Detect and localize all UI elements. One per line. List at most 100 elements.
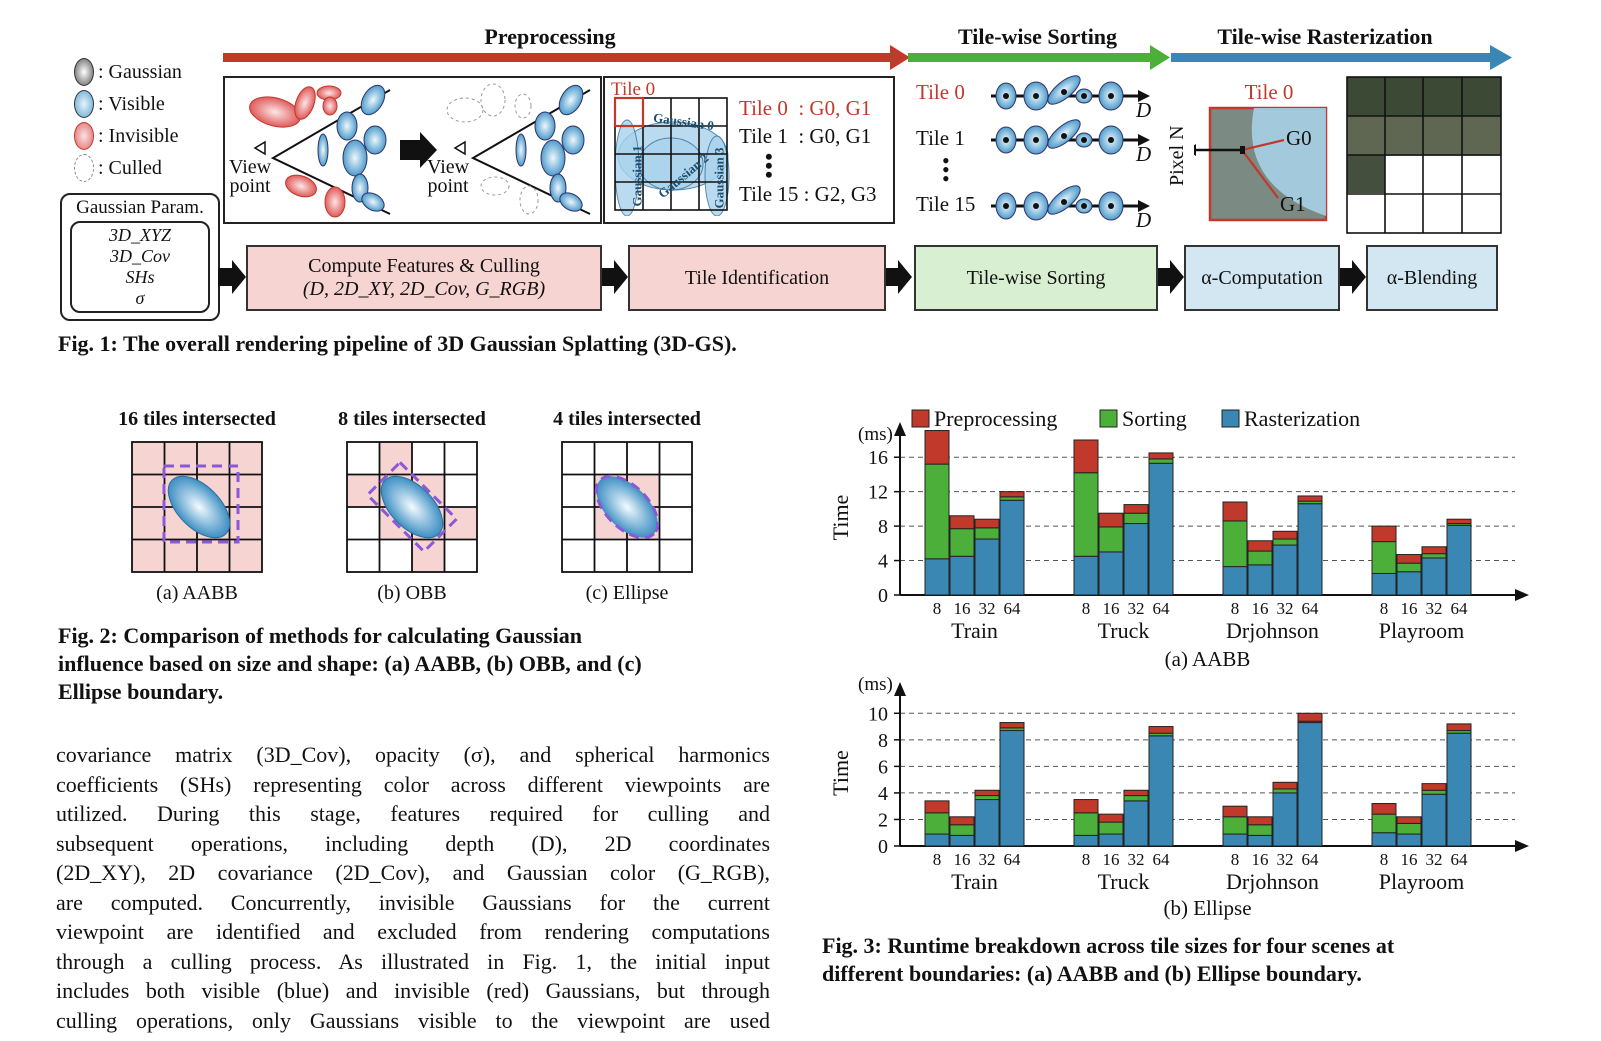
culled-gaussian-icon <box>74 154 94 182</box>
y-tick-label: 0 <box>878 585 888 607</box>
bar-segment <box>1371 541 1397 574</box>
bar-segment <box>1222 520 1248 568</box>
bar-segment <box>1222 816 1248 835</box>
x-tick-label: 16 <box>1103 850 1120 869</box>
y-axis-arrow-icon <box>894 422 906 436</box>
bar-segment <box>1421 783 1447 791</box>
bar-segment <box>949 824 975 836</box>
x-tick-label: 8 <box>1082 599 1091 618</box>
culling-illustration <box>249 83 591 218</box>
rendered-image-grid <box>1346 76 1502 234</box>
alpha-blending-block: α-Blending <box>1366 245 1498 311</box>
bar-segment <box>1073 555 1099 596</box>
x-tick-label: 64 <box>1451 850 1469 869</box>
fig2-sub-obb: (b) OBB <box>377 582 447 604</box>
fig2-caption: Fig. 2: Comparison of methods for calcul… <box>58 623 642 704</box>
fig2-title-obb: 8 tiles intersected <box>338 408 486 430</box>
bar-segment <box>1098 821 1124 835</box>
bar-segment <box>1272 544 1298 596</box>
fig3-caption: Fig. 3: Runtime breakdown across tile si… <box>822 933 1395 986</box>
bar-segment <box>1098 833 1124 847</box>
legend-swatch <box>1099 409 1118 428</box>
bar-segment <box>1148 735 1174 847</box>
fig2-sub-aabb: (a) AABB <box>156 582 238 604</box>
x-tick-label: 16 <box>1252 599 1269 618</box>
bar-segment <box>1446 723 1472 732</box>
group-label: Truck <box>1098 869 1150 894</box>
stage-title-sorting: Tile-wise Sorting <box>957 24 1118 49</box>
chart-subtitle: (b) Ellipse <box>1163 896 1251 920</box>
tile0-highlight <box>613 96 645 128</box>
bar-segment <box>999 499 1025 596</box>
bar-segment <box>1247 540 1273 552</box>
x-tick-label: 32 <box>1128 599 1145 618</box>
x-tick-label: 8 <box>1231 599 1240 618</box>
x-tick-label: 8 <box>1380 850 1389 869</box>
group-label: Truck <box>1098 618 1150 643</box>
bar-segment <box>999 491 1025 498</box>
x-tick-label: 64 <box>1153 850 1171 869</box>
legend-label: Sorting <box>1122 406 1187 431</box>
gaussian-param-title: Gaussian Param. <box>76 197 204 218</box>
bar-segment <box>1297 495 1323 502</box>
bar-segment <box>924 812 950 835</box>
bar-segment <box>1396 562 1422 573</box>
y-axis-arrow-icon <box>894 682 906 696</box>
bar-segment <box>1098 813 1124 823</box>
compute-features-block: Compute Features & Culling (D, 2D_XY, 2D… <box>246 245 602 311</box>
bar-segment <box>1297 722 1323 847</box>
bar-segment <box>1123 504 1149 514</box>
tile-map-row-15: Tile 15 : G2, G3 <box>739 182 877 206</box>
x-tick-label: 8 <box>933 850 942 869</box>
bar-segment <box>1396 833 1422 847</box>
x-tick-label: 64 <box>1302 850 1320 869</box>
bar-segment <box>974 538 1000 596</box>
group-label: Playroom <box>1379 869 1465 894</box>
bar-segment <box>1272 781 1298 790</box>
bar-segment <box>1073 834 1099 847</box>
fig1-caption: Fig. 1: The overall rendering pipeline o… <box>58 331 737 356</box>
bar-segment <box>1371 572 1397 596</box>
y-tick-label: 12 <box>868 482 888 504</box>
bar-segment <box>949 528 975 557</box>
y-tick-label: 8 <box>878 516 888 538</box>
tile-map-row-1: Tile 1 : G0, G1 <box>739 124 872 148</box>
group-label: Train <box>951 869 998 894</box>
bar-segment <box>1247 824 1273 836</box>
bar-segment <box>1272 792 1298 847</box>
fig2-title-aabb: 16 tiles intersected <box>118 408 276 430</box>
group-label: Train <box>951 618 998 643</box>
bar-segment <box>924 558 950 596</box>
bar-segment <box>999 496 1025 501</box>
bar-segment <box>1123 795 1149 802</box>
legend-label: Rasterization <box>1244 406 1360 431</box>
obb-grid <box>346 441 478 573</box>
bar-segment <box>1073 812 1099 836</box>
y-tick-label: 10 <box>868 703 888 725</box>
y-tick-label: 8 <box>878 730 888 752</box>
x-tick-label: 32 <box>1277 599 1294 618</box>
x-tick-label: 8 <box>1231 850 1240 869</box>
y-tick-label: 4 <box>878 551 888 573</box>
legend-visible: : Visible <box>74 88 182 120</box>
bar-segment <box>974 795 1000 801</box>
legend-invisible: : Invisible <box>74 120 182 152</box>
bar-segment <box>1222 566 1248 596</box>
group-label: Drjohnson <box>1226 618 1319 643</box>
y-tick-label: 2 <box>878 809 888 831</box>
g0-label: G0 <box>1286 126 1312 150</box>
x-tick-label: 64 <box>1153 599 1171 618</box>
fig2-grids <box>131 441 693 573</box>
bar-segment <box>1098 526 1124 553</box>
x-tick-label: 16 <box>1401 850 1418 869</box>
bar-segment <box>1247 834 1273 847</box>
bar-segment <box>1247 564 1273 596</box>
bar-segment <box>949 834 975 847</box>
gaussian-legend: : Gaussian : Visible : Invisible : Culle… <box>74 56 182 184</box>
chart-subtitle: (a) AABB <box>1165 647 1251 671</box>
bar-segment <box>1098 551 1124 596</box>
bar-segment <box>924 463 950 560</box>
x-tick-label: 32 <box>979 599 996 618</box>
